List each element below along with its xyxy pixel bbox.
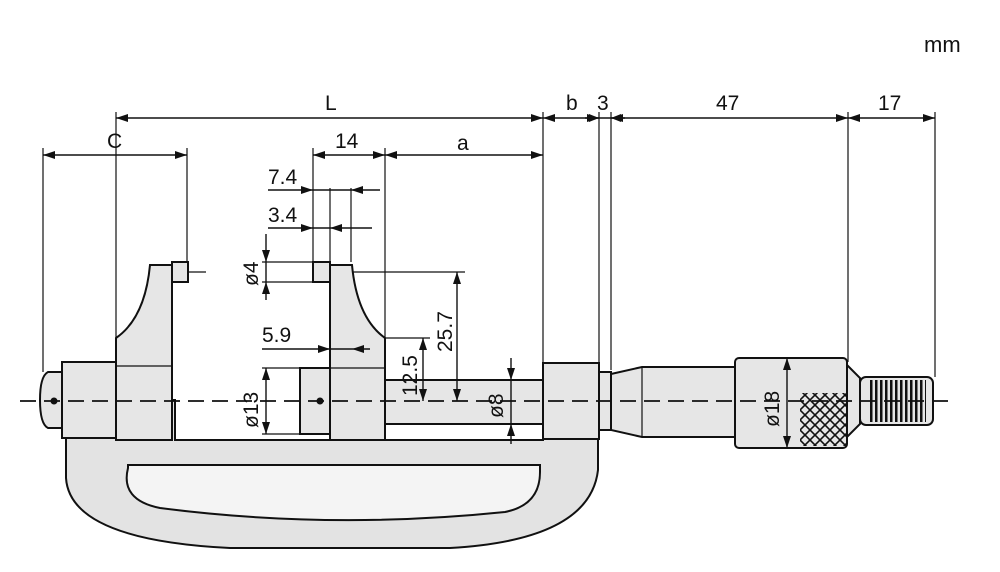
sleeve-barrel bbox=[610, 366, 736, 438]
dim-label-phi8: ø8 bbox=[485, 393, 508, 418]
extension-lines bbox=[42, 112, 936, 435]
dim-label-a: a bbox=[457, 132, 469, 155]
left-anvil-tip bbox=[171, 261, 189, 283]
unit-label: mm bbox=[924, 32, 961, 57]
dim-label-7-4: 7.4 bbox=[268, 166, 298, 189]
dim-label-L: L bbox=[325, 92, 337, 115]
dim-label-17: 17 bbox=[878, 92, 901, 115]
dim-label-25-7: 25.7 bbox=[434, 311, 457, 352]
spindle-foot bbox=[329, 264, 386, 441]
left-anvil-foot bbox=[115, 264, 173, 441]
frame-window bbox=[125, 464, 541, 522]
dim-label-C: C bbox=[107, 130, 122, 153]
dimension-lines bbox=[43, 114, 935, 448]
thimble-taper bbox=[846, 362, 861, 440]
left-anvil-block bbox=[61, 361, 117, 439]
dim-label-b: b bbox=[566, 92, 578, 115]
sleeve-nut bbox=[542, 362, 600, 440]
dim-label-14: 14 bbox=[335, 130, 359, 153]
dim-label-3-4: 3.4 bbox=[268, 204, 298, 227]
dim-label-phi13: ø13 bbox=[240, 392, 263, 428]
dim-label-3: 3 bbox=[597, 92, 609, 115]
dim-label-phi4: ø4 bbox=[240, 261, 263, 286]
dim-label-5-9: 5.9 bbox=[262, 324, 291, 347]
dim-label-12-5: 12.5 bbox=[399, 355, 422, 396]
spindle-rod bbox=[384, 379, 546, 425]
spindle-tip bbox=[312, 261, 331, 283]
dim-label-phi18: ø18 bbox=[761, 391, 784, 427]
dim-label-47: 47 bbox=[716, 92, 739, 115]
